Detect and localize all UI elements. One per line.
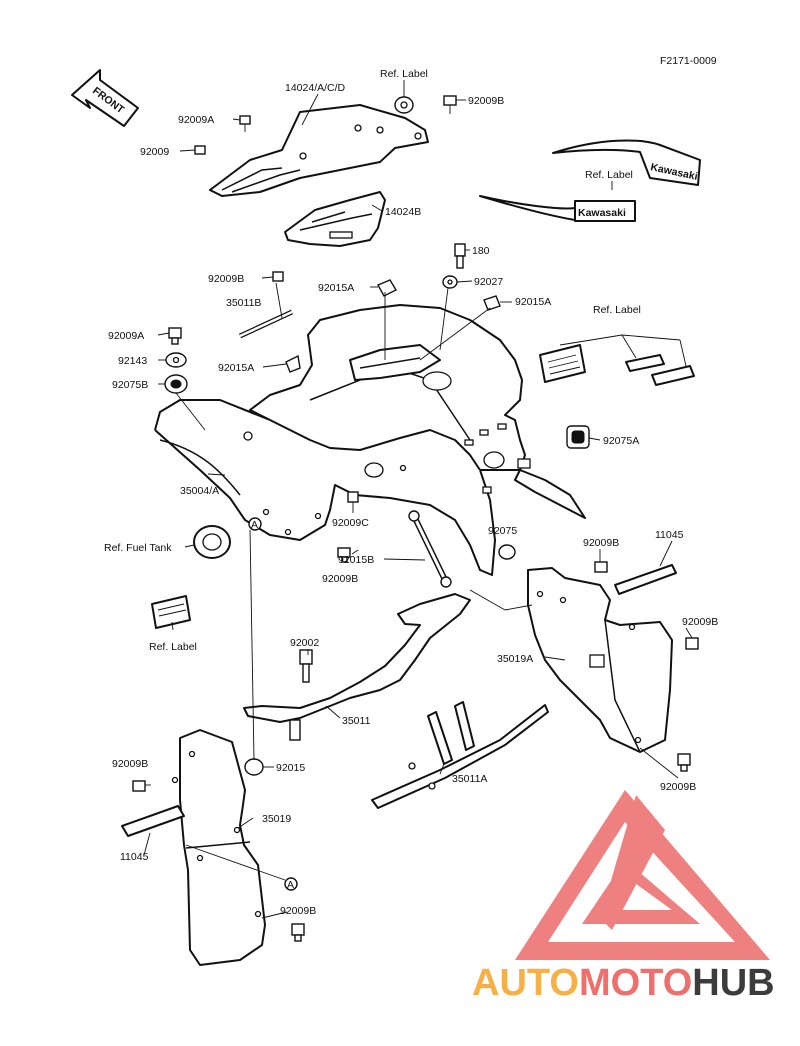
label-92009b-fender: 92009B [322, 573, 358, 585]
label-35011: 35011 [342, 715, 371, 727]
svg-text:A: A [287, 879, 294, 891]
label-92015b: 92015B [338, 554, 374, 566]
bolt-92009b-left-b [291, 923, 305, 942]
bracket-14024b [284, 191, 386, 247]
label-180: 180 [472, 245, 490, 257]
inner-bracket [349, 344, 441, 381]
label-92143: 92143 [118, 355, 147, 367]
label-92009b-top: 92009B [468, 95, 504, 107]
label-92009b-right-b: 92009B [682, 616, 718, 628]
label-92009a-left: 92009A [108, 330, 144, 342]
ref-label-decals [151, 344, 695, 629]
guard-cover-14024 [209, 104, 429, 197]
svg-text:AUTOMOTOHUB: AUTOMOTOHUB [472, 962, 775, 1004]
callout-a-bottom: A [284, 877, 298, 891]
label-92009b-left-b: 92009B [280, 905, 316, 917]
label-92015: 92015 [276, 762, 305, 774]
label-ref-label-decal: Ref. Label [585, 169, 633, 181]
bolt-92009b-right-b [685, 637, 699, 650]
nut-92027 [442, 275, 458, 289]
clip-92015a-b [483, 295, 501, 311]
mudflap-right-35019a [527, 567, 673, 753]
label-14024acd: 14024/A/C/D [285, 82, 346, 94]
bolt-92009-top [194, 145, 206, 155]
label-92075a: 92075A [603, 435, 639, 447]
clip-92015a-a [377, 279, 397, 297]
label-35011b: 35011B [226, 297, 261, 309]
label-14024b: 14024B [385, 206, 421, 218]
bolt-92009b-right-c [677, 753, 691, 772]
bolt-92009b-left-a [132, 780, 146, 792]
bolt-180 [454, 243, 466, 269]
watermark-logo [515, 790, 770, 960]
stay-35011a [371, 701, 549, 809]
label-92009a-top: 92009A [178, 114, 214, 126]
bolt-92009c [347, 491, 359, 503]
kawasaki-decal-upper: Kawasaki [552, 139, 701, 186]
label-92015a-b: 92015A [515, 296, 551, 308]
kawasaki-decal-lower: Kawasaki [479, 195, 636, 222]
bolt-92009a-left [168, 327, 182, 345]
callout-a-top: A [248, 517, 262, 531]
label-92002: 92002 [290, 637, 319, 649]
watermark: AUTOMOTOHUB [472, 962, 775, 1004]
label-11045-right: 11045 [655, 529, 684, 541]
strip-11045-left [121, 805, 185, 837]
front-arrow-icon: FRONT [71, 69, 139, 127]
grommet-92075 [498, 544, 516, 560]
label-ref-label-left: Ref. Label [149, 641, 197, 653]
link-rod-92015b [408, 510, 452, 588]
label-92075: 92075 [488, 525, 517, 537]
fuel-tank-ring [193, 525, 231, 559]
watermark-part3: HUB [692, 962, 774, 1004]
frame-35011 [243, 593, 471, 741]
bolt-92009b-top [443, 95, 457, 114]
mudflap-left-35019 [171, 729, 266, 966]
label-92009b-right-a: 92009B [583, 537, 619, 549]
label-35004a: 35004/A [180, 485, 219, 497]
watermark-part2: MOTO [579, 962, 692, 1004]
label-35019a: 35019A [497, 653, 533, 665]
grommet-92075b [164, 374, 188, 394]
label-92009c: 92009C [332, 517, 369, 529]
svg-text:Kawasaki: Kawasaki [578, 207, 626, 219]
figure-code: F2171-0009 [660, 55, 717, 67]
part-labels: 14024/A/C/D Ref. Label 92009B 92009A 920… [104, 68, 718, 917]
bolt-92009a-top [239, 115, 251, 132]
strip-11045-right [614, 564, 677, 595]
svg-text:A: A [251, 519, 258, 531]
nut-92015 [244, 758, 264, 776]
grommet-92075a [566, 425, 590, 449]
label-ref-label-right: Ref. Label [593, 304, 641, 316]
label-92009b-mid: 92009B [208, 273, 244, 285]
label-35019: 35019 [262, 813, 291, 825]
bolt-92009b-right-a [594, 561, 608, 573]
rod-35011b [238, 309, 294, 339]
clip-92015a-c [285, 354, 301, 373]
label-92027: 92027 [474, 276, 503, 288]
label-92015a-a: 92015A [318, 282, 354, 294]
label-92015a-c: 92015A [218, 362, 254, 374]
label-11045-left: 11045 [120, 851, 149, 863]
bolt-92009b-fender [337, 547, 351, 563]
label-92009: 92009 [140, 146, 169, 158]
label-ref-label-top: Ref. Label [380, 68, 428, 80]
label-92009b-right-c: 92009B [660, 781, 696, 793]
ref-label-washer [394, 96, 414, 114]
ref-line-a [249, 529, 255, 761]
leader-lines [143, 80, 693, 919]
label-92009b-left-a: 92009B [112, 758, 148, 770]
label-35011a: 35011A [452, 773, 487, 785]
washer-92143 [165, 352, 187, 368]
bolt-92009b-mid [272, 271, 284, 282]
fender-rear-flap [514, 469, 586, 519]
watermark-part1: AUTO [472, 962, 579, 1004]
label-ref-fuel-tank: Ref. Fuel Tank [104, 542, 172, 554]
label-92075b: 92075B [112, 379, 148, 391]
